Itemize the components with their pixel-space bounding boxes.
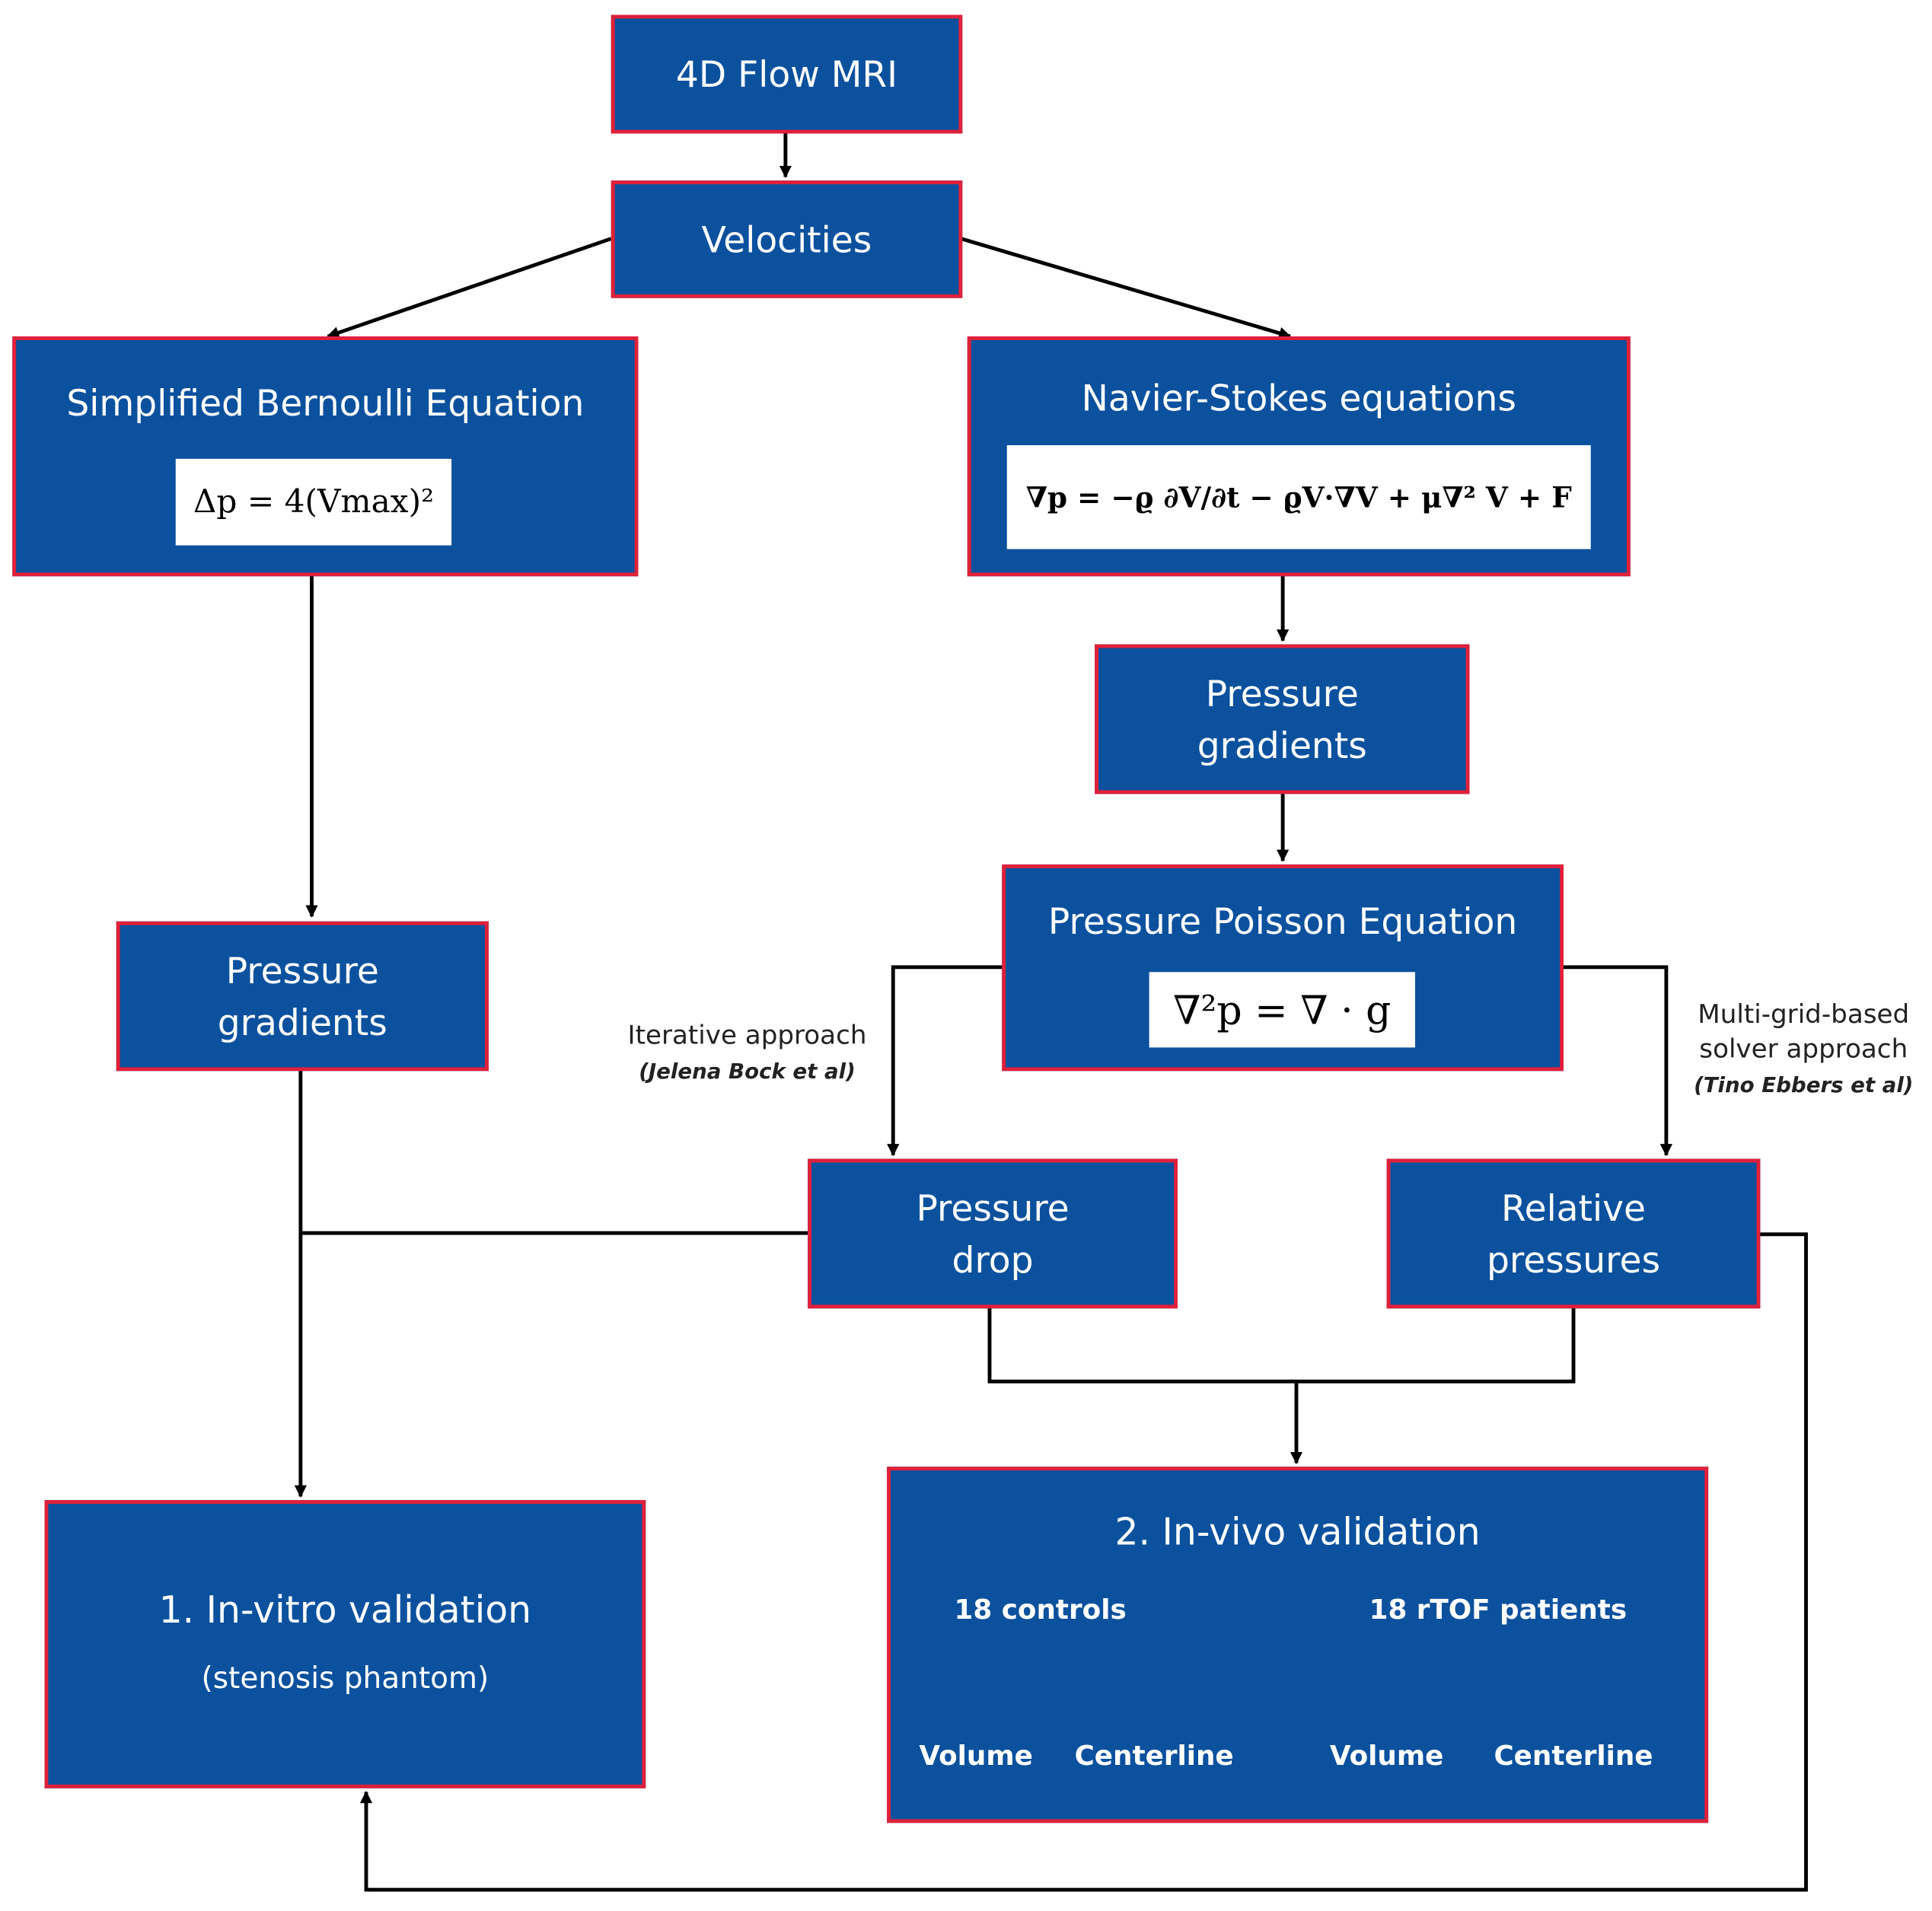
- annotation-iterative: Iterative approach (Jelena Bock et al): [598, 1018, 897, 1089]
- bernoulli-formula-text: Δp = 4(Vmax)²: [193, 483, 435, 521]
- invivo-group1-centerline: Centerline: [1074, 1741, 1234, 1772]
- relative-line2: pressures: [1486, 1238, 1661, 1281]
- arrow-poisson-to-pressure-drop: [887, 965, 1003, 1157]
- arrow-relative-to-invitro: [359, 1232, 1808, 1892]
- poisson-formula: ∇²p = ∇ · g: [1149, 972, 1415, 1048]
- bernoulli-title: Simplified Bernoulli Equation: [66, 382, 585, 425]
- box-pressure-gradients-right: Pressure gradients: [1095, 644, 1470, 795]
- gradients-left-line2: gradients: [217, 1001, 387, 1043]
- arrow-velocities-to-bernoulli: [327, 237, 612, 339]
- box-pressure-gradients-left: Pressure gradients: [116, 921, 489, 1072]
- invivo-group2-label: 18 rTOF patients: [1369, 1595, 1628, 1626]
- pressure-drop-line2: drop: [952, 1238, 1034, 1281]
- box-velocities-label: Velocities: [701, 218, 872, 261]
- navier-formula-text: ∇p = −ϱ ∂V/∂t − ϱV·∇V + μ∇² V + F: [1025, 480, 1572, 514]
- box-velocities: Velocities: [611, 180, 963, 298]
- navier-formula: ∇p = −ϱ ∂V/∂t − ϱV·∇V + μ∇² V + F: [1006, 445, 1591, 549]
- gradients-left-line1: Pressure: [225, 949, 379, 992]
- multigrid-line3: (Tino Ebbers et al): [1694, 1073, 1914, 1099]
- iterative-line1: Iterative approach: [627, 1020, 867, 1050]
- bernoulli-formula: Δp = 4(Vmax)²: [175, 458, 452, 546]
- navier-title: Navier-Stokes equations: [1081, 377, 1516, 419]
- box-pressure-drop: Pressure drop: [808, 1158, 1178, 1309]
- gradients-right-line1: Pressure: [1205, 672, 1359, 715]
- invivo-group2-centerline: Centerline: [1494, 1741, 1653, 1772]
- invivo-title: 2. In-vivo validation: [1114, 1511, 1481, 1555]
- invivo-group2-volume: Volume: [1329, 1741, 1444, 1772]
- line-drop-to-invivo: [987, 1307, 1576, 1384]
- arrow-poisson-to-relative: [1562, 965, 1672, 1157]
- multigrid-line1: Multi-grid-based: [1698, 999, 1910, 1029]
- invitro-title: 1. In-vitro validation: [158, 1588, 532, 1632]
- box-relative-pressures: Relative pressures: [1386, 1158, 1761, 1309]
- pressure-drop-line1: Pressure: [916, 1186, 1070, 1229]
- relative-line1: Relative: [1500, 1186, 1647, 1229]
- annotation-multigrid: Multi-grid-based solver approach (Tino E…: [1672, 997, 1932, 1104]
- arrow-velocities-to-navier: [960, 237, 1292, 339]
- box-invivo-validation: 2. In-vivo validation: [887, 1467, 1709, 1823]
- multigrid-line2: solver approach: [1699, 1034, 1908, 1064]
- gradients-right-line2: gradients: [1197, 724, 1367, 766]
- invivo-group1-label: 18 controls: [954, 1595, 1127, 1626]
- iterative-line2: (Jelena Bock et al): [639, 1059, 856, 1085]
- box-4d-flow-mri-label: 4D Flow MRI: [675, 53, 898, 96]
- poisson-title: Pressure Poisson Equation: [1047, 900, 1518, 943]
- poisson-formula-text: ∇²p = ∇ · g: [1173, 986, 1392, 1034]
- invivo-group1-volume: Volume: [919, 1741, 1033, 1772]
- box-invitro-validation: 1. In-vitro validation (stenosis phantom…: [44, 1500, 646, 1788]
- invitro-subtitle: (stenosis phantom): [201, 1660, 489, 1696]
- box-4d-flow-mri: 4D Flow MRI: [611, 14, 963, 134]
